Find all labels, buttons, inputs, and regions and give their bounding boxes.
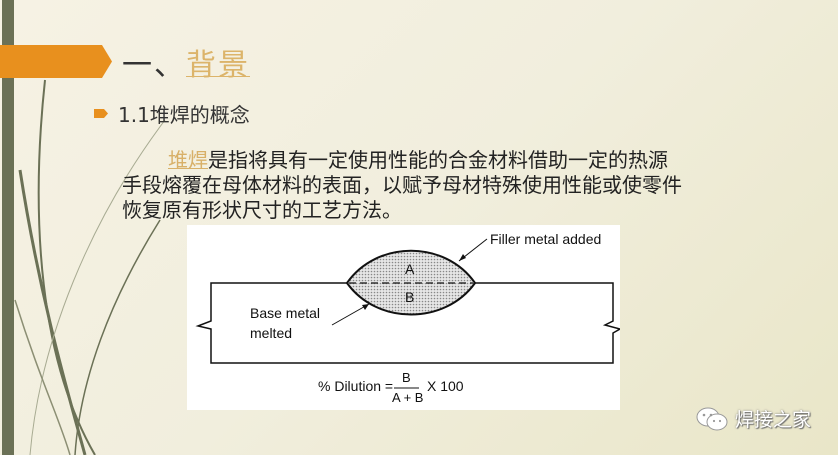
decorative-curves <box>14 79 166 455</box>
base-arrow <box>331 303 370 326</box>
dilution-diagram: Filler metal added A B Base metal melted… <box>187 225 620 410</box>
title-prefix: 一、 <box>122 48 186 83</box>
term-highlight: 堆焊 <box>168 148 208 172</box>
definition-paragraph: 堆焊是指将具有一定使用性能的合金材料借助一定的热源 手段熔覆在母体材料的表面，以… <box>122 148 702 223</box>
formula-numerator: B <box>402 370 411 385</box>
formula-denominator: A + B <box>392 390 424 405</box>
base-plate <box>195 282 620 364</box>
formula-suffix: X 100 <box>427 378 464 394</box>
subheading: 1.1堆焊的概念 <box>118 103 250 127</box>
filler-label: Filler metal added <box>490 231 602 247</box>
base-label-2: melted <box>250 325 293 341</box>
title-highlight: 背景 <box>186 48 250 83</box>
sidebar-bar <box>2 0 14 455</box>
weld-bead-drawing <box>195 238 620 389</box>
title-banner-arrow <box>0 45 112 78</box>
label-b: B <box>405 289 415 305</box>
watermark-text: 焊接之家 <box>735 409 812 431</box>
bullet-arrow-icon <box>94 109 108 118</box>
wechat-icon <box>696 407 728 430</box>
paragraph-line-2: 手段熔覆在母体材料的表面，以赋予母材特殊使用性能或使零件 <box>122 173 682 197</box>
slide-title: 一、背景 <box>122 40 250 84</box>
label-a: A <box>405 261 415 277</box>
watermark: 焊接之家 <box>695 405 811 432</box>
paragraph-line-3: 恢复原有形状尺寸的工艺方法。 <box>122 198 402 222</box>
base-label-1: Base metal <box>250 305 321 321</box>
paragraph-line-1: 是指将具有一定使用性能的合金材料借助一定的热源 <box>208 148 668 172</box>
formula-prefix: % Dilution = <box>318 378 394 394</box>
